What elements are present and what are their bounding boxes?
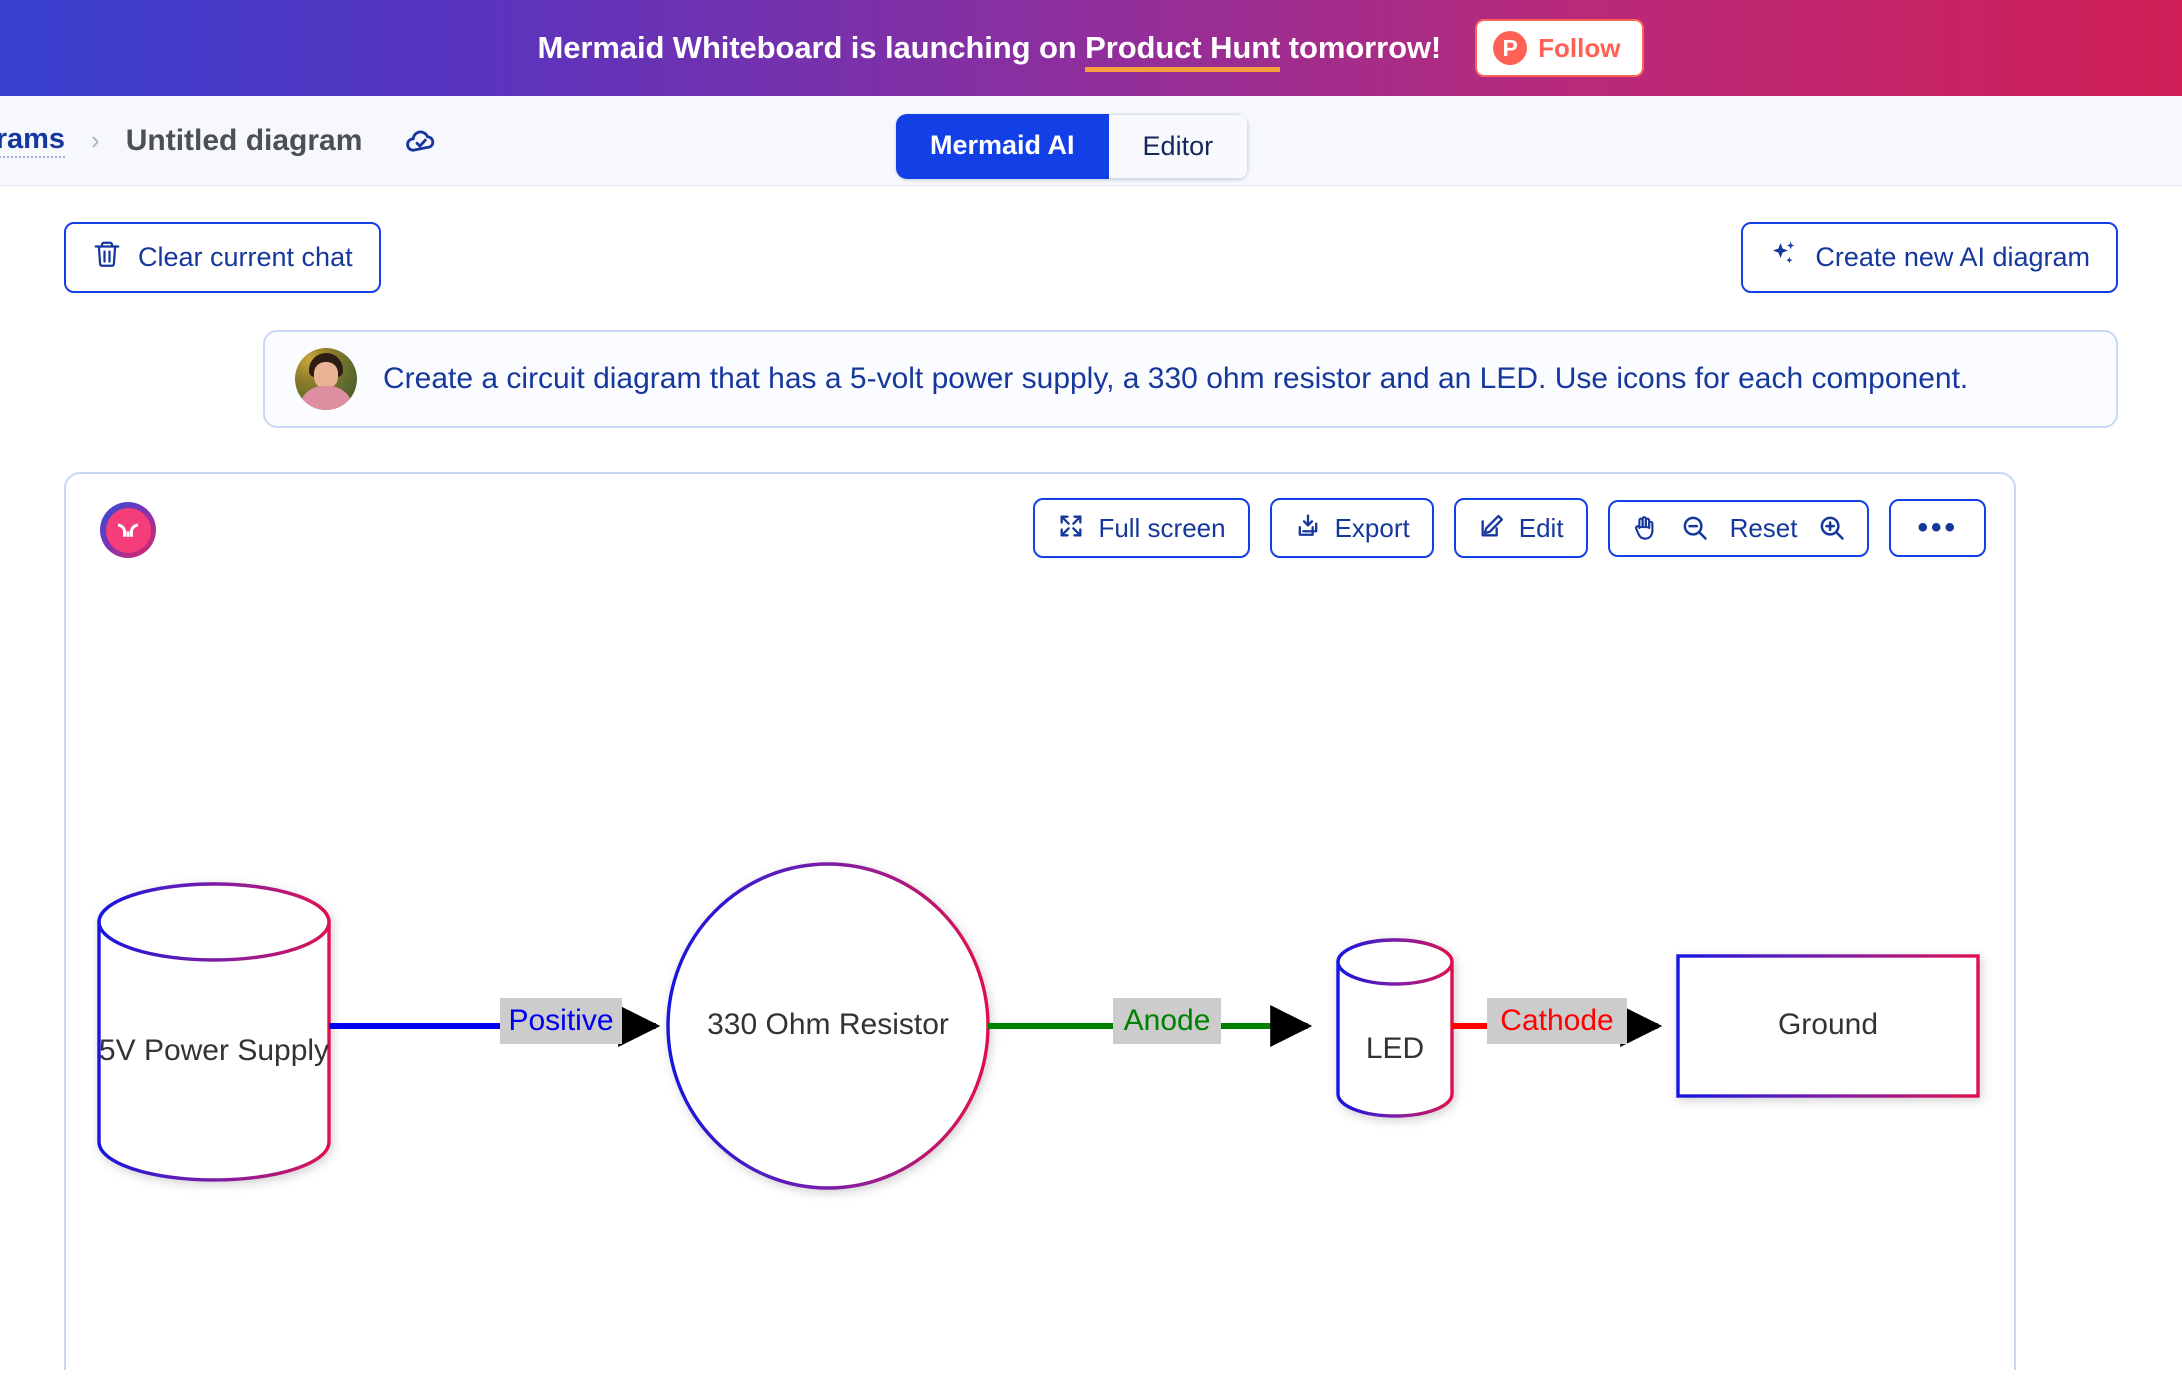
export-label: Export	[1334, 513, 1410, 543]
full-screen-button[interactable]: Full screen	[1033, 498, 1250, 558]
edit-label: Edit	[1518, 513, 1564, 543]
diagram-edge-positive-label: Positive	[508, 1004, 613, 1037]
product-hunt-icon: P	[1493, 31, 1528, 65]
diagram-canvas[interactable]: 5V Power Supply Positive 330 Ohm Resisto…	[66, 574, 2014, 1370]
reset-zoom-button[interactable]: Reset	[1729, 512, 1798, 543]
full-screen-label: Full screen	[1098, 513, 1226, 543]
cloud-check-icon	[404, 124, 438, 158]
download-icon	[1294, 512, 1322, 544]
mermaid-logo-inner	[105, 507, 151, 553]
diagram-edge-anode-label: Anode	[1124, 1004, 1211, 1037]
diagram-node-ground[interactable]	[1676, 954, 1980, 1098]
avatar	[295, 348, 357, 410]
page-title: Untitled diagram	[125, 123, 363, 157]
mode-tab-switcher: Mermaid AI Editor	[896, 114, 1249, 180]
diagram-toolbar: Full screen Export Edit	[1033, 498, 1986, 558]
clear-current-chat-button[interactable]: Clear current chat	[64, 222, 381, 293]
expand-icon	[1057, 512, 1085, 544]
mermaid-logo-icon	[100, 502, 156, 558]
diagram-node-power-label: 5V Power Supply	[99, 1034, 329, 1067]
zoom-controls-group: Reset	[1607, 499, 1870, 557]
hand-icon[interactable]	[1630, 513, 1660, 543]
breadcrumb-diagrams-link[interactable]: grams	[0, 123, 66, 158]
chat-message-user: Create a circuit diagram that has a 5-vo…	[263, 330, 2118, 428]
diagram-edge-cathode: Cathode	[1452, 998, 1663, 1047]
edit-button[interactable]: Edit	[1453, 498, 1588, 558]
tab-mermaid-ai[interactable]: Mermaid AI	[896, 114, 1109, 180]
avatar-hoodie	[299, 386, 353, 410]
sparkles-icon	[1769, 239, 1799, 276]
diagram-edge-cathode-label: Cathode	[1500, 1004, 1613, 1037]
follow-button[interactable]: P Follow	[1475, 19, 1645, 77]
export-button[interactable]: Export	[1269, 498, 1434, 558]
diagram-panel: Full screen Export Edit	[64, 472, 2016, 1370]
diagram-node-ground-label: Ground	[1778, 1008, 1878, 1041]
promo-text-before: Mermaid Whiteboard is launching on	[537, 30, 1086, 65]
more-options-button[interactable]: •••	[1889, 499, 1986, 557]
tab-editor[interactable]: Editor	[1108, 114, 1249, 180]
breadcrumb: grams › Untitled diagram	[0, 123, 438, 158]
promo-banner-text: Mermaid Whiteboard is launching on Produ…	[537, 30, 1442, 72]
promo-banner: Mermaid Whiteboard is launching on Produ…	[0, 0, 2182, 96]
follow-button-label: Follow	[1538, 32, 1621, 63]
create-new-ai-diagram-button[interactable]: Create new AI diagram	[1741, 222, 2118, 293]
zoom-out-icon[interactable]	[1680, 513, 1710, 543]
trash-icon	[92, 239, 122, 276]
clear-current-chat-label: Clear current chat	[138, 242, 353, 272]
breadcrumb-separator-icon: ›	[91, 125, 100, 155]
top-navigation-bar: grams › Untitled diagram Mermaid AI Edit…	[0, 96, 2182, 186]
avatar-face	[314, 362, 338, 389]
product-hunt-link[interactable]: Product Hunt	[1085, 30, 1280, 72]
circuit-diagram-svg: 5V Power Supply Positive 330 Ohm Resisto…	[97, 862, 1980, 1190]
diagram-edge-anode: Anode	[988, 998, 1313, 1047]
promo-text-after: tomorrow!	[1280, 30, 1442, 65]
chat-message-text: Create a circuit diagram that has a 5-vo…	[383, 362, 1969, 396]
diagram-node-led[interactable]	[1336, 938, 1454, 1118]
diagram-edge-positive: Positive	[329, 998, 661, 1047]
diagram-node-resistor-label: 330 Ohm Resistor	[707, 1008, 949, 1041]
diagram-panel-header: Full screen Export Edit	[66, 474, 2014, 574]
diagram-node-led-label: LED	[1366, 1032, 1424, 1065]
diagram-node-power[interactable]	[97, 882, 331, 1182]
zoom-in-icon[interactable]	[1817, 513, 1847, 543]
create-new-ai-diagram-label: Create new AI diagram	[1815, 242, 2090, 272]
pencil-square-icon	[1478, 512, 1506, 544]
